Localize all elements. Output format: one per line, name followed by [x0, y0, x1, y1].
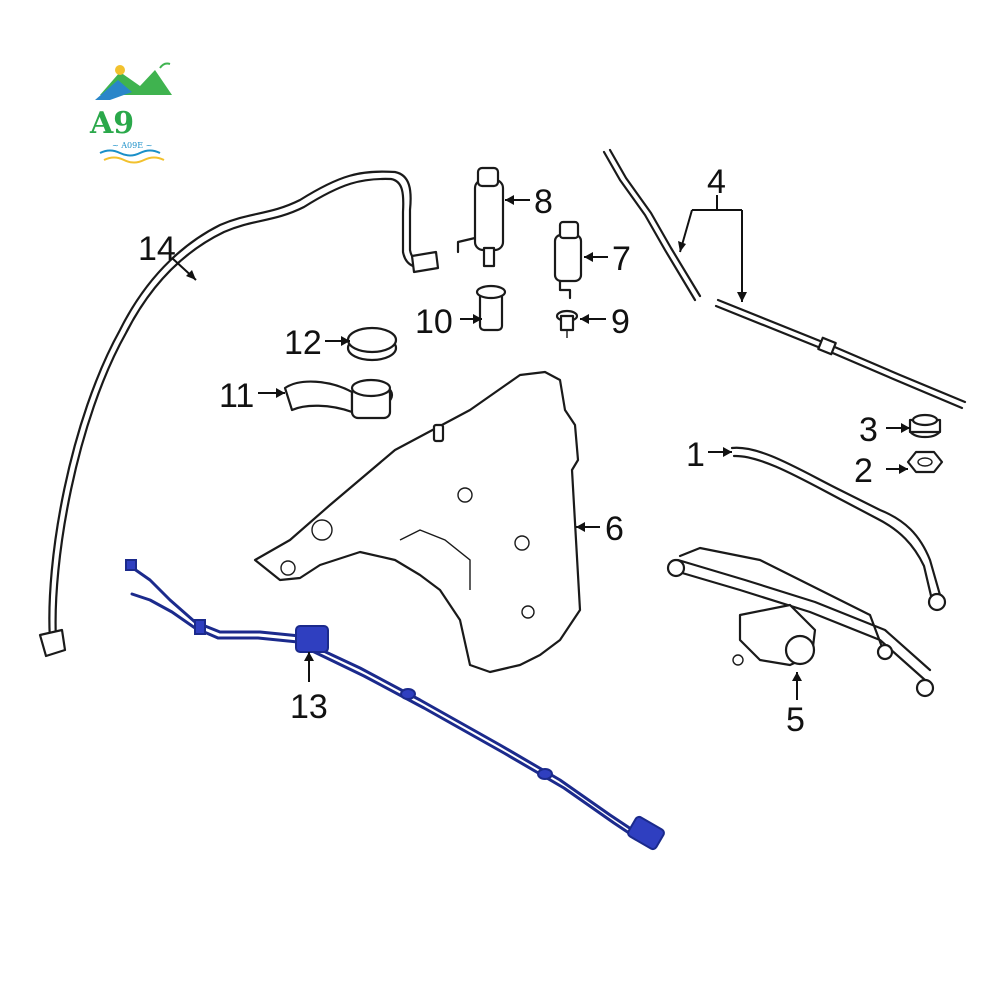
callout-5: 5	[786, 701, 805, 739]
washer-pump-large-part	[456, 166, 505, 268]
logo-subtitle: ~ A09E ~	[112, 141, 152, 150]
callout-14: 14	[138, 230, 176, 268]
callout-labels: 1 2 3 4 5 6 7 8 9 10 11 12 13 14	[138, 163, 878, 739]
wiper-motor-linkage-part	[666, 546, 935, 698]
callout-13: 13	[290, 688, 328, 726]
callout-6: 6	[605, 510, 624, 548]
washer-pump-small-part	[553, 220, 583, 300]
filler-neck-part	[283, 378, 394, 420]
screw-part	[555, 309, 579, 338]
filler-cap-part	[346, 326, 398, 362]
cap-nut-part	[908, 413, 942, 439]
wiper-arm-part	[730, 446, 947, 612]
callout-8: 8	[534, 183, 553, 221]
hex-nut-part	[906, 450, 944, 474]
callout-4: 4	[707, 163, 726, 201]
callout-9: 9	[611, 303, 630, 341]
washer-reservoir-part	[253, 370, 582, 674]
wiper-blade-part	[602, 148, 967, 410]
callout-2: 2	[854, 452, 873, 490]
washer-hose-assembly-highlighted	[125, 559, 665, 851]
callout-7: 7	[612, 240, 631, 278]
callout-3: 3	[859, 411, 878, 449]
callout-11: 11	[219, 377, 254, 415]
grommet-part	[475, 284, 507, 332]
callout-10: 10	[415, 303, 453, 341]
washer-hose-part	[38, 170, 440, 658]
brand-logo: A9 ~ A09E ~	[89, 62, 172, 164]
callout-1: 1	[686, 436, 705, 474]
callout-12: 12	[284, 324, 322, 362]
leader-lines	[171, 195, 910, 700]
logo-mark: A9	[89, 106, 134, 141]
